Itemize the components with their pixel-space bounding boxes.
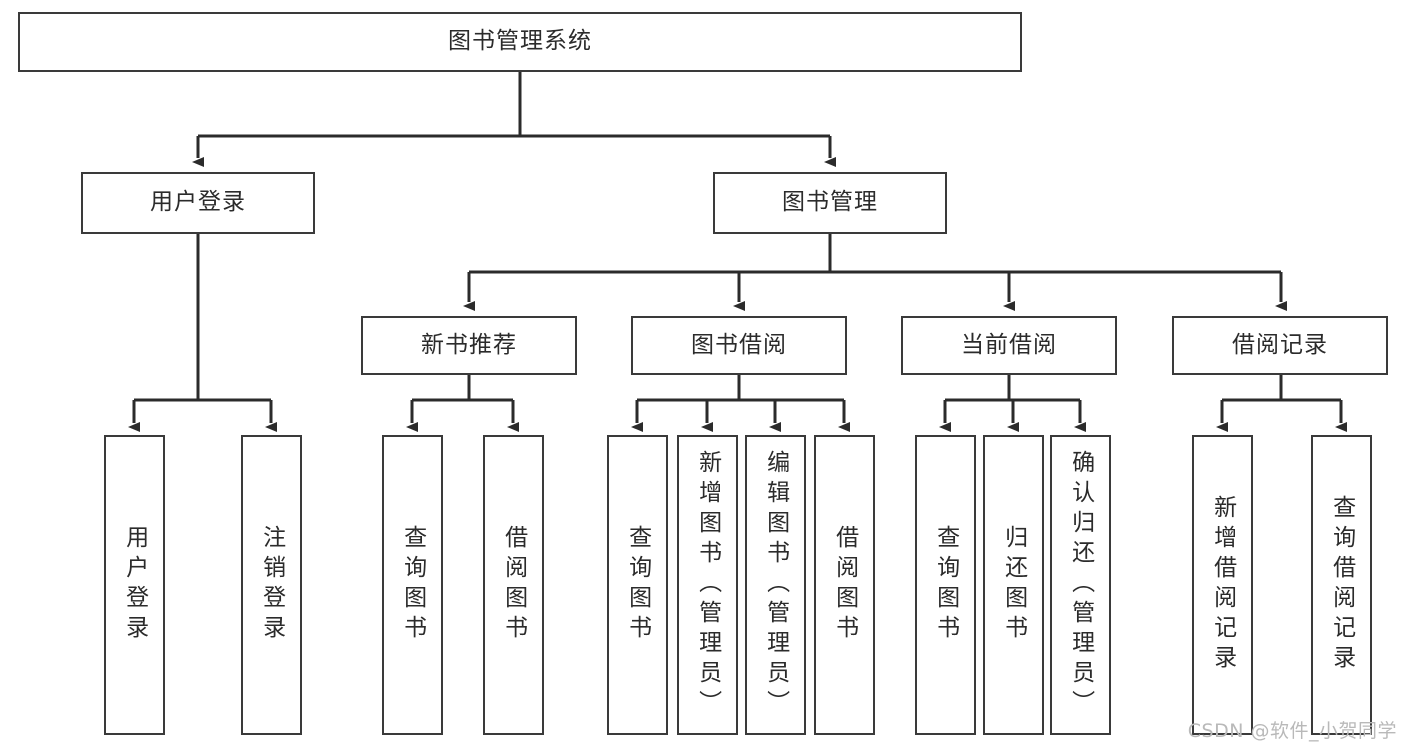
node-leaf-confirm-return[interactable]: 确认归还（管理员）	[1050, 435, 1111, 735]
node-leaf-query-book-2[interactable]: 查询图书	[607, 435, 668, 735]
node-label: 查询图书	[932, 525, 959, 645]
node-label: 图书管理系统	[448, 28, 592, 55]
node-label: 借阅图书	[500, 525, 527, 645]
node-label: 新增借阅记录	[1209, 495, 1236, 675]
node-label: 当前借阅	[961, 331, 1057, 358]
node-label: 用户登录	[121, 525, 148, 645]
node-leaf-query-book-1[interactable]: 查询图书	[382, 435, 443, 735]
node-new-book-recommend[interactable]: 新书推荐	[361, 316, 577, 375]
node-leaf-borrow-book-2[interactable]: 借阅图书	[814, 435, 875, 735]
node-root-system[interactable]: 图书管理系统	[18, 12, 1022, 72]
node-leaf-edit-book[interactable]: 编辑图书（管理员）	[745, 435, 806, 735]
node-label: 图书借阅	[691, 331, 787, 358]
node-label: 新增图书（管理员）	[694, 450, 721, 720]
node-user-login[interactable]: 用户登录	[81, 172, 315, 234]
node-label: 归还图书	[1000, 525, 1027, 645]
node-leaf-query-record[interactable]: 查询借阅记录	[1311, 435, 1372, 735]
watermark-text: CSDN @软件_小贺同学	[1187, 720, 1397, 742]
node-borrow-record[interactable]: 借阅记录	[1172, 316, 1388, 375]
node-book-manage[interactable]: 图书管理	[713, 172, 947, 234]
node-leaf-user-login[interactable]: 用户登录	[104, 435, 165, 735]
node-leaf-add-record[interactable]: 新增借阅记录	[1192, 435, 1253, 735]
node-leaf-query-book-3[interactable]: 查询图书	[915, 435, 976, 735]
node-leaf-add-book[interactable]: 新增图书（管理员）	[677, 435, 738, 735]
node-leaf-borrow-book-1[interactable]: 借阅图书	[483, 435, 544, 735]
node-leaf-return-book[interactable]: 归还图书	[983, 435, 1044, 735]
node-label: 借阅图书	[831, 525, 858, 645]
node-book-borrow[interactable]: 图书借阅	[631, 316, 847, 375]
node-label: 查询图书	[399, 525, 426, 645]
node-label: 图书管理	[782, 189, 878, 216]
node-label: 查询图书	[624, 525, 651, 645]
node-label: 编辑图书（管理员）	[762, 450, 789, 720]
node-label: 借阅记录	[1232, 331, 1328, 358]
node-label: 确认归还（管理员）	[1067, 450, 1094, 720]
node-leaf-logout[interactable]: 注销登录	[241, 435, 302, 735]
node-label: 用户登录	[150, 189, 246, 216]
node-label: 查询借阅记录	[1328, 495, 1355, 675]
node-label: 注销登录	[258, 525, 285, 645]
node-current-borrow[interactable]: 当前借阅	[901, 316, 1117, 375]
node-label: 新书推荐	[421, 331, 517, 358]
